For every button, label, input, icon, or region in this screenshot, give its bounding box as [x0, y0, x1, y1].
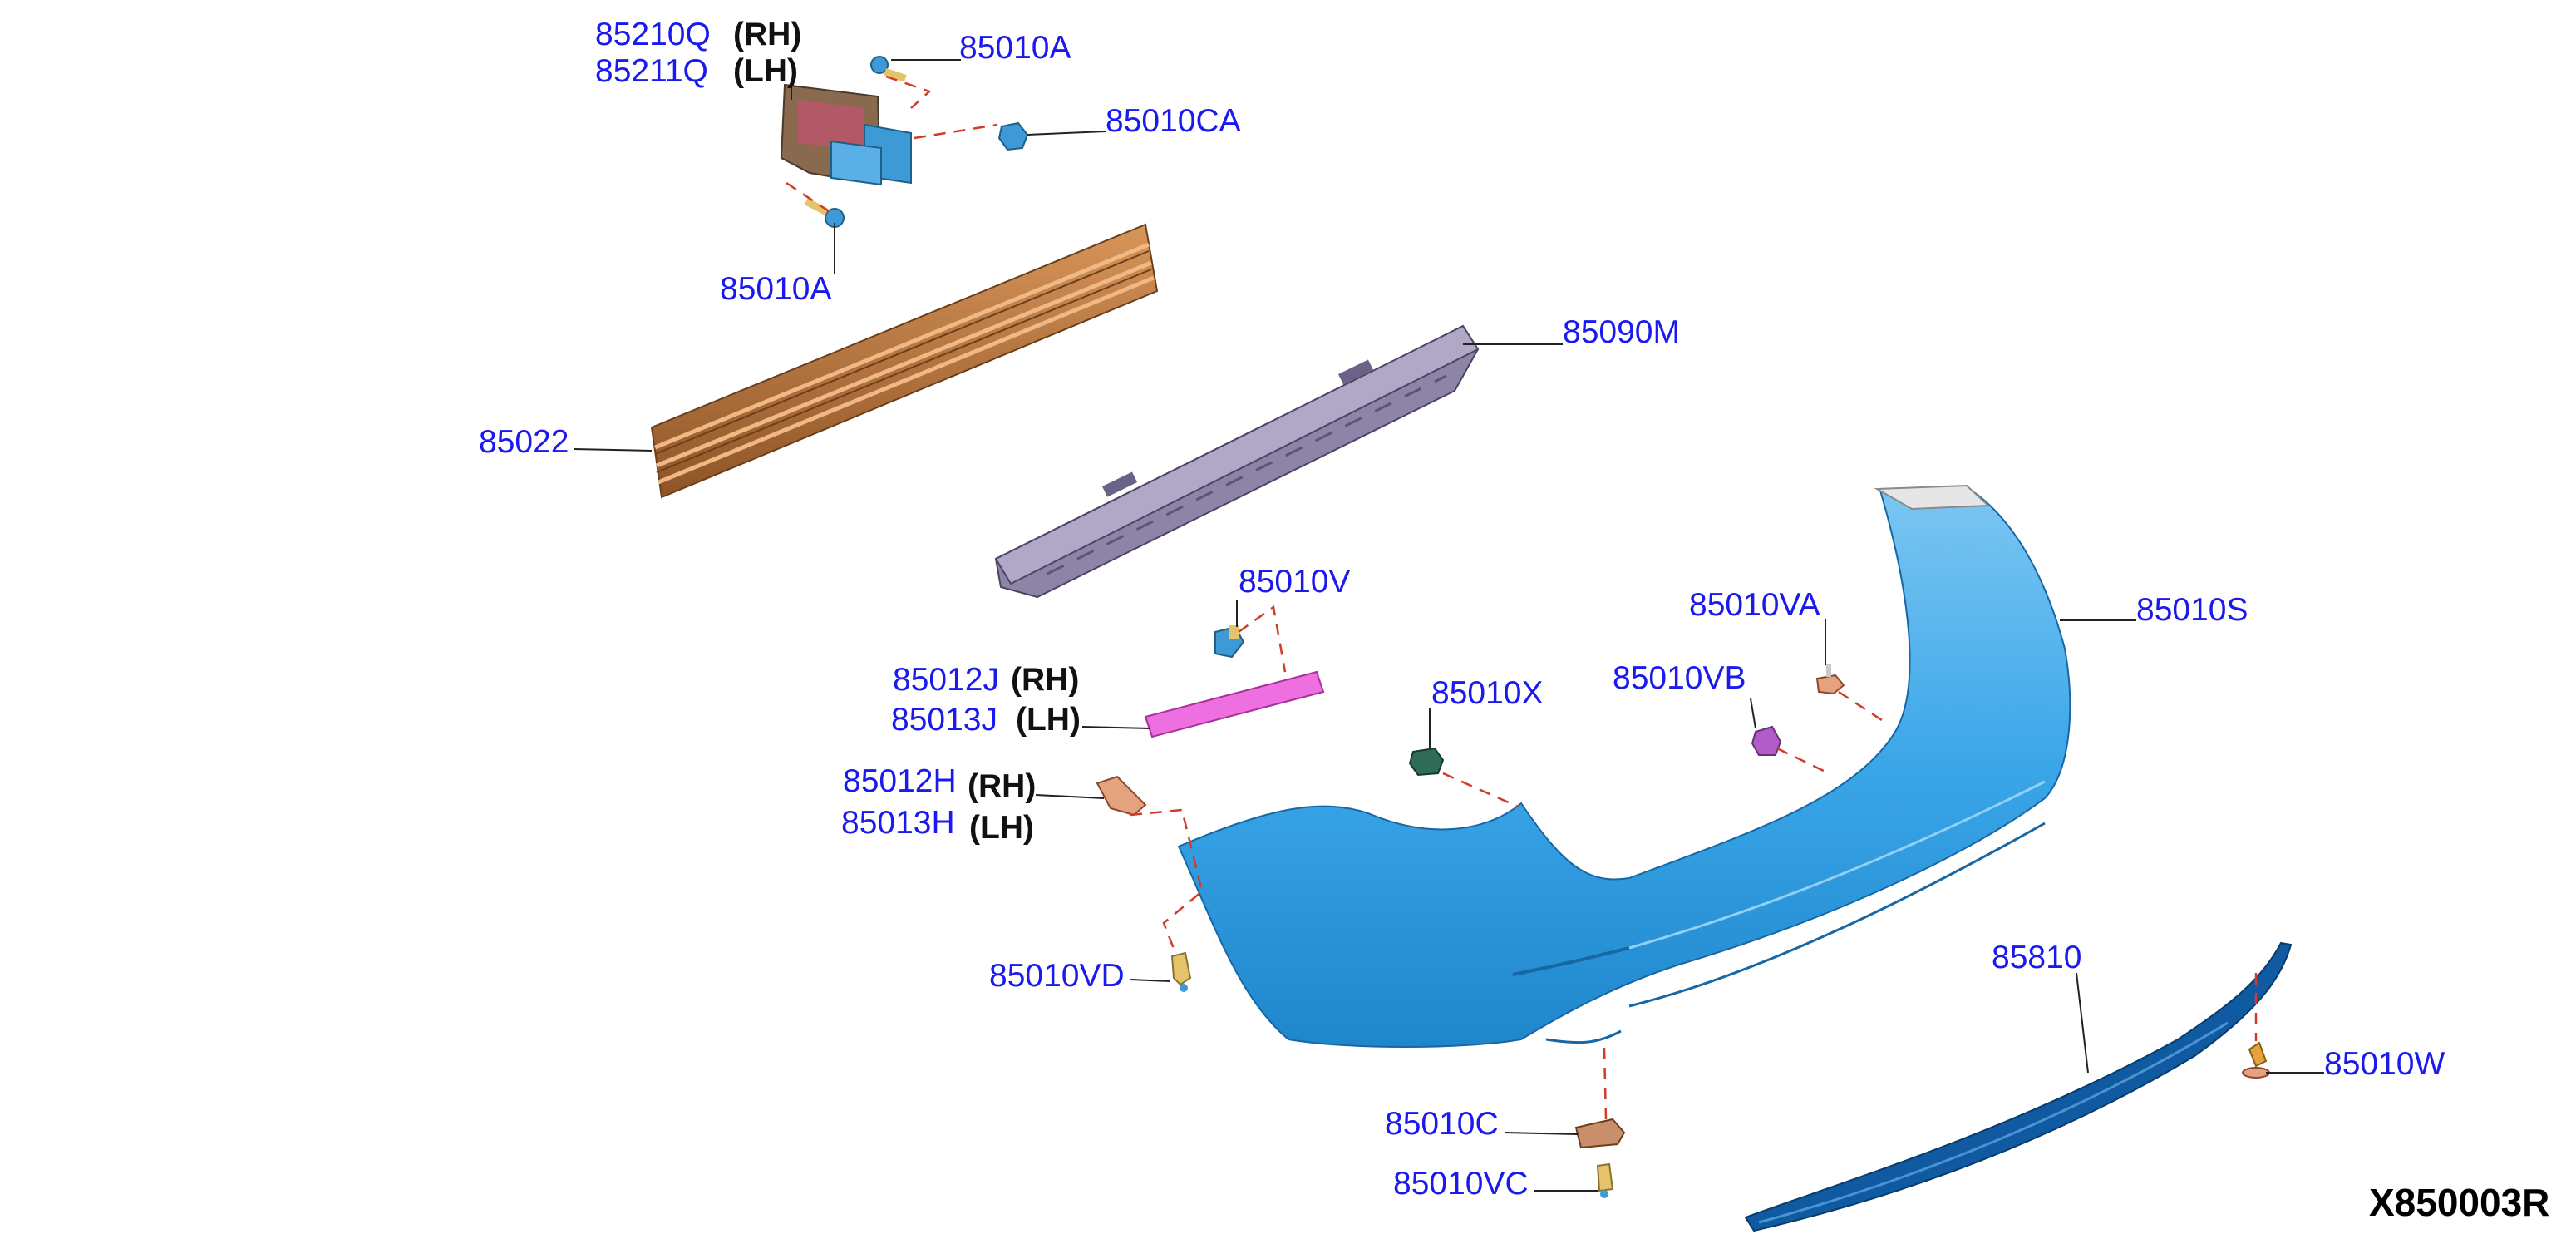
label-85010vb: 85010VB: [1613, 660, 1746, 696]
label-85090m: 85090M: [1563, 314, 1680, 350]
label-85010vc: 85010VC: [1393, 1166, 1529, 1202]
label-85012h: 85012H: [843, 763, 957, 799]
bumper-fascia-part-85010s[interactable]: [1177, 484, 2071, 1048]
nut-part-85010ca[interactable]: [997, 121, 1029, 151]
label-85022: 85022: [479, 424, 569, 460]
strip-part-85012j[interactable]: [1144, 670, 1325, 738]
side-85012h: (RH): [968, 768, 1036, 804]
bracket-part-85010c[interactable]: [1574, 1118, 1626, 1149]
label-85010x: 85010X: [1431, 675, 1543, 711]
label-85010v: 85010V: [1239, 564, 1350, 600]
label-85010c: 85010C: [1385, 1106, 1499, 1142]
label-85013h: 85013H: [841, 805, 955, 841]
label-85010a-top: 85010A: [959, 30, 1071, 66]
label-85010a-bottom: 85010A: [720, 271, 831, 307]
side-85013h: (LH): [969, 810, 1034, 846]
absorber-part-85090m[interactable]: [994, 324, 1480, 599]
bracket-part-85210q[interactable]: [780, 83, 912, 186]
clip-part-85010w[interactable]: [2242, 1041, 2270, 1079]
side-85013j: (LH): [1016, 702, 1081, 738]
clip-part-85010vb[interactable]: [1751, 725, 1782, 756]
clip-part-85010vd[interactable]: [1170, 951, 1192, 992]
clip-part-85010vc[interactable]: [1596, 1162, 1614, 1198]
dashed-assembly-leaders: [786, 75, 2258, 1120]
label-85010vd: 85010VD: [989, 958, 1125, 994]
side-85210q: (RH): [733, 17, 801, 52]
reinforcement-part-85022[interactable]: [650, 223, 1159, 499]
bracket-part-85012h[interactable]: [1096, 775, 1147, 817]
bolt-part-85010a-bottom[interactable]: [804, 198, 845, 228]
label-85013j: 85013J: [891, 702, 997, 738]
bolt-part-85010a-top[interactable]: [870, 56, 907, 82]
label-85211q: 85211Q: [595, 53, 708, 89]
spoiler-part-85810[interactable]: [1744, 941, 2293, 1232]
clip-part-85010v[interactable]: [1214, 625, 1245, 659]
label-85010s: 85010S: [2136, 592, 2248, 628]
label-85210q: 85210Q: [595, 17, 711, 52]
clip-part-85010va[interactable]: [1815, 664, 1845, 695]
side-85211q: (LH): [733, 53, 798, 89]
connector-part-85010x[interactable]: [1408, 747, 1445, 777]
diagram-code: X850003R: [2369, 1181, 2549, 1224]
label-85010va: 85010VA: [1689, 587, 1820, 623]
side-85012j: (RH): [1011, 662, 1079, 698]
label-85810: 85810: [1992, 940, 2081, 975]
label-85012j: 85012J: [893, 662, 999, 698]
label-leader-lines: [573, 59, 2324, 1192]
label-85010w: 85010W: [2324, 1046, 2445, 1082]
label-85010ca: 85010CA: [1106, 103, 1241, 139]
